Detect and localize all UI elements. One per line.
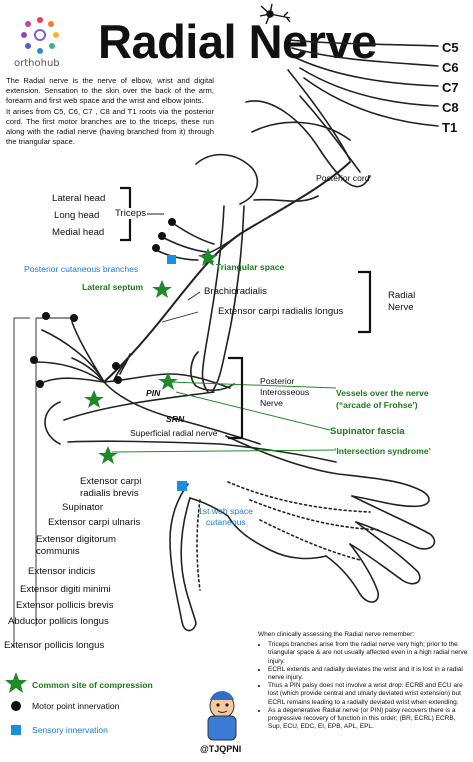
vessels-label-2: (“arcade of Frohse’) bbox=[336, 400, 418, 410]
notes-heading: When clinically assessing the Radial ner… bbox=[258, 631, 415, 638]
srn-tag: SRN bbox=[166, 414, 185, 424]
note-item: Triceps branches arise from the radial n… bbox=[268, 641, 470, 666]
epb-label: Extensor pollicis brevis bbox=[16, 600, 114, 611]
vessels-label-1: Vessels over the nerve bbox=[336, 388, 429, 398]
superficial-radial-label: Superficial radial nerve bbox=[130, 428, 218, 438]
neuron-icon bbox=[259, 3, 291, 25]
note-item: As a degenerative Radial nerve (or PIN) … bbox=[268, 707, 470, 732]
web-space-label-1: 1st web space bbox=[198, 506, 253, 516]
long-head-label: Long head bbox=[54, 210, 100, 221]
orthohub-logo bbox=[21, 17, 59, 54]
brand-name: orthohub bbox=[14, 58, 60, 69]
ecrb-label-1: Extensor carpi bbox=[80, 476, 142, 487]
intro-paragraph-1: The Radial nerve is the nerve of elbow, … bbox=[6, 76, 214, 106]
page-title: Radial Nerve bbox=[98, 15, 377, 68]
triangular-space-label: Triangular space bbox=[216, 262, 285, 272]
radial-nerve-label-2: Nerve bbox=[388, 302, 414, 313]
radial-nerve-label-1: Radial bbox=[388, 290, 416, 301]
root-c5: C5 bbox=[442, 40, 459, 55]
ei-label: Extensor indicis bbox=[28, 566, 96, 577]
legend-sensory: Sensory innervation bbox=[32, 725, 108, 735]
supinator-label: Supinator bbox=[62, 502, 104, 513]
intro-text: The Radial nerve is the nerve of elbow, … bbox=[6, 76, 214, 147]
note-item: ECRL extends and radially deviates the w… bbox=[268, 666, 470, 682]
pin-label-3: Nerve bbox=[260, 398, 283, 408]
notes-list: Triceps branches arise from the radial n… bbox=[258, 641, 470, 731]
edm-label: Extensor digiti minimi bbox=[20, 584, 111, 595]
legend-compression: Common site of compression bbox=[32, 680, 153, 690]
ecrb-label-2: radialis brevis bbox=[80, 488, 139, 499]
medial-head-label: Medial head bbox=[52, 227, 105, 238]
apl-label: Abductor pollicis longus bbox=[8, 616, 109, 627]
pin-label-1: Posterior bbox=[260, 376, 295, 386]
root-t1: T1 bbox=[442, 120, 458, 135]
root-c7: C7 bbox=[442, 80, 459, 95]
edc-label-2: communis bbox=[36, 546, 80, 557]
posterior-cord-label: Posterior cord bbox=[316, 173, 370, 183]
legend-motor: Motor point innervation bbox=[32, 701, 120, 711]
lateral-septum-label: Lateral septum bbox=[82, 282, 144, 292]
intersection-syndrome-label: ‘Intersection syndrome’ bbox=[334, 446, 431, 456]
pin-tag: PIN bbox=[146, 388, 161, 398]
supinator-fascia-label: Supinator fascia bbox=[330, 426, 405, 437]
brachioradialis-label: Brachioradialis bbox=[204, 286, 267, 297]
edc-label-1: Extensor digitorum bbox=[36, 534, 116, 545]
web-space-label-2: cutaneous bbox=[206, 517, 246, 527]
root-c6: C6 bbox=[442, 60, 459, 75]
ecu-label: Extensor carpi ulnaris bbox=[48, 517, 141, 528]
pin-label-2: Interosseous bbox=[260, 387, 310, 397]
triceps-label: Triceps bbox=[114, 208, 148, 219]
clinical-notes: When clinically assessing the Radial ner… bbox=[258, 631, 470, 731]
lateral-head-label: Lateral head bbox=[52, 193, 106, 204]
cartoon-mascot bbox=[207, 691, 237, 741]
posterior-cutaneous-label: Posterior cutaneous branches bbox=[24, 264, 139, 274]
ecrl-label: Extensor carpi radialis longus bbox=[218, 306, 344, 317]
intro-paragraph-2: It arises from C5, C6, C7 , C8 and T1 ro… bbox=[6, 106, 214, 147]
root-c8: C8 bbox=[442, 100, 459, 115]
author-handle: @TJQPNI bbox=[200, 744, 242, 754]
epl-label: Extensor pollicis longus bbox=[4, 640, 105, 651]
note-item: Thus a PIN palsy does not involve a wris… bbox=[268, 682, 470, 707]
